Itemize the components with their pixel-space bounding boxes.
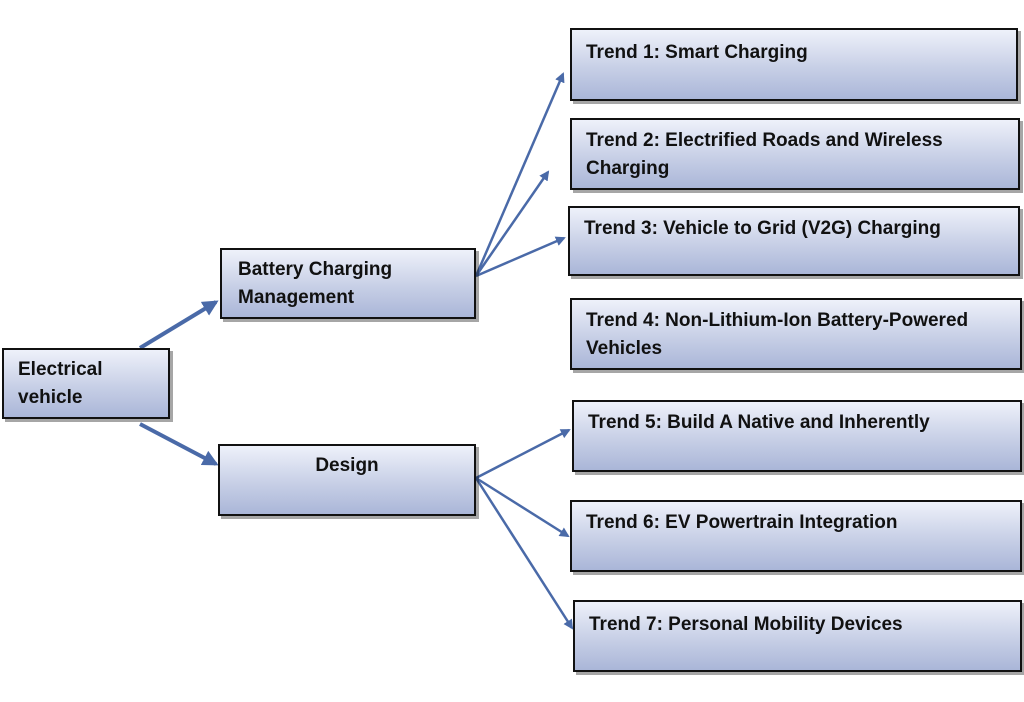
node-trend-7-label: Trend 7: Personal Mobility Devices [589, 614, 903, 635]
node-battery-charging-management: Battery Charging Management [220, 248, 476, 319]
arrow-design-to-trend5 [475, 428, 571, 480]
node-trend-3-label: Trend 3: Vehicle to Grid (V2G) Charging [584, 218, 941, 239]
node-electrical-vehicle-label: Electrical vehicle [18, 359, 103, 408]
node-trend-6-label: Trend 6: EV Powertrain Integration [586, 512, 898, 533]
arrow-battery-to-trend3 [475, 236, 566, 278]
arrow-design-to-trend7 [474, 477, 574, 630]
arrow-root-to-design [139, 422, 219, 466]
node-trend-4: Trend 4: Non-Lithium-Ion Battery-Powered… [570, 298, 1022, 370]
node-trend-6: Trend 6: EV Powertrain Integration [570, 500, 1022, 572]
node-trend-4-label: Trend 4: Non-Lithium-Ion Battery-Powered… [586, 310, 969, 359]
arrow-battery-to-trend1 [474, 72, 565, 277]
node-trend-1-label: Trend 1: Smart Charging [586, 42, 808, 63]
arrow-root-to-battery [138, 300, 219, 350]
arrow-design-to-trend6 [475, 476, 570, 538]
node-trend-5-label: Trend 5: Build A Native and Inherently [588, 412, 930, 433]
node-electrical-vehicle: Electrical vehicle [2, 348, 170, 419]
node-trend-7: Trend 7: Personal Mobility Devices [573, 600, 1022, 672]
node-trend-3: Trend 3: Vehicle to Grid (V2G) Charging [568, 206, 1020, 276]
node-trend-2: Trend 2: Electrified Roads and Wireless … [570, 118, 1020, 190]
node-design-label: Design [315, 455, 379, 476]
node-trend-2-label: Trend 2: Electrified Roads and Wireless … [586, 130, 943, 179]
node-battery-charging-management-label: Battery Charging Management [238, 259, 393, 308]
arrow-battery-to-trend2 [474, 170, 550, 277]
node-trend-1: Trend 1: Smart Charging [570, 28, 1018, 101]
node-design: Design [218, 444, 476, 516]
node-trend-5: Trend 5: Build A Native and Inherently [572, 400, 1022, 472]
